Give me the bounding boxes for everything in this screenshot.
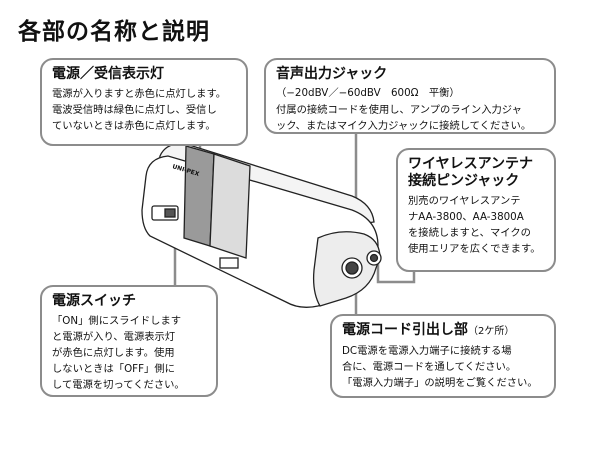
device-body [141, 143, 382, 308]
switch-heading: 電源スイッチ [52, 293, 136, 309]
audio-out-spec: （−20dBV／−60dBV 600Ω 平衡） [276, 87, 460, 99]
antenna-heading: ワイヤレスアンテナ 接続ピンジャック [408, 156, 534, 189]
callout-audio-out: 音声出力ジャック （−20dBV／−60dBV 600Ω 平衡） 付属の接続コー… [264, 58, 556, 134]
cord-heading-note: （2ケ所） [468, 326, 515, 337]
cord-heading: 電源コード引出し部 [342, 322, 468, 338]
cord-heading-row: 電源コード引出し部（2ケ所） [342, 322, 544, 340]
cord-body: DC電源を電源入力端子に接続する場 合に、電源コードを通してください。 「電源入… [342, 345, 538, 389]
power-lamp-heading: 電源／受信表示灯 [52, 66, 164, 82]
power-lamp-body: 電源が入りますと赤色に点灯します。 電波受信時は緑色に点灯し、受信し ていないと… [52, 88, 227, 132]
callout-cord: 電源コード引出し部（2ケ所） DC電源を電源入力端子に接続する場 合に、電源コー… [330, 314, 556, 398]
antenna-body: 別売のワイヤレスアンテ ナAA-3800、AA-3800A を接続しますと、マイ… [408, 195, 541, 255]
audio-out-body: 付属の接続コードを使用し、アンプのライン入力ジャ ック、またはマイク入力ジャック… [276, 104, 532, 132]
callout-switch: 電源スイッチ 「ON」側にスライドします と電源が入り、電源表示灯 が赤色に点灯… [40, 285, 218, 397]
callout-power-lamp: 電源／受信表示灯 電源が入りますと赤色に点灯します。 電波受信時は緑色に点灯し、… [40, 58, 248, 146]
switch-body: 「ON」側にスライドします と電源が入り、電源表示灯 が赤色に点灯します。使用 … [52, 315, 185, 391]
audio-out-heading: 音声出力ジャック [276, 66, 388, 82]
leader-antenna [376, 262, 416, 284]
callout-antenna: ワイヤレスアンテナ 接続ピンジャック 別売のワイヤレスアンテ ナAA-3800、… [396, 148, 556, 272]
page-title: 各部の名称と説明 [18, 19, 210, 45]
